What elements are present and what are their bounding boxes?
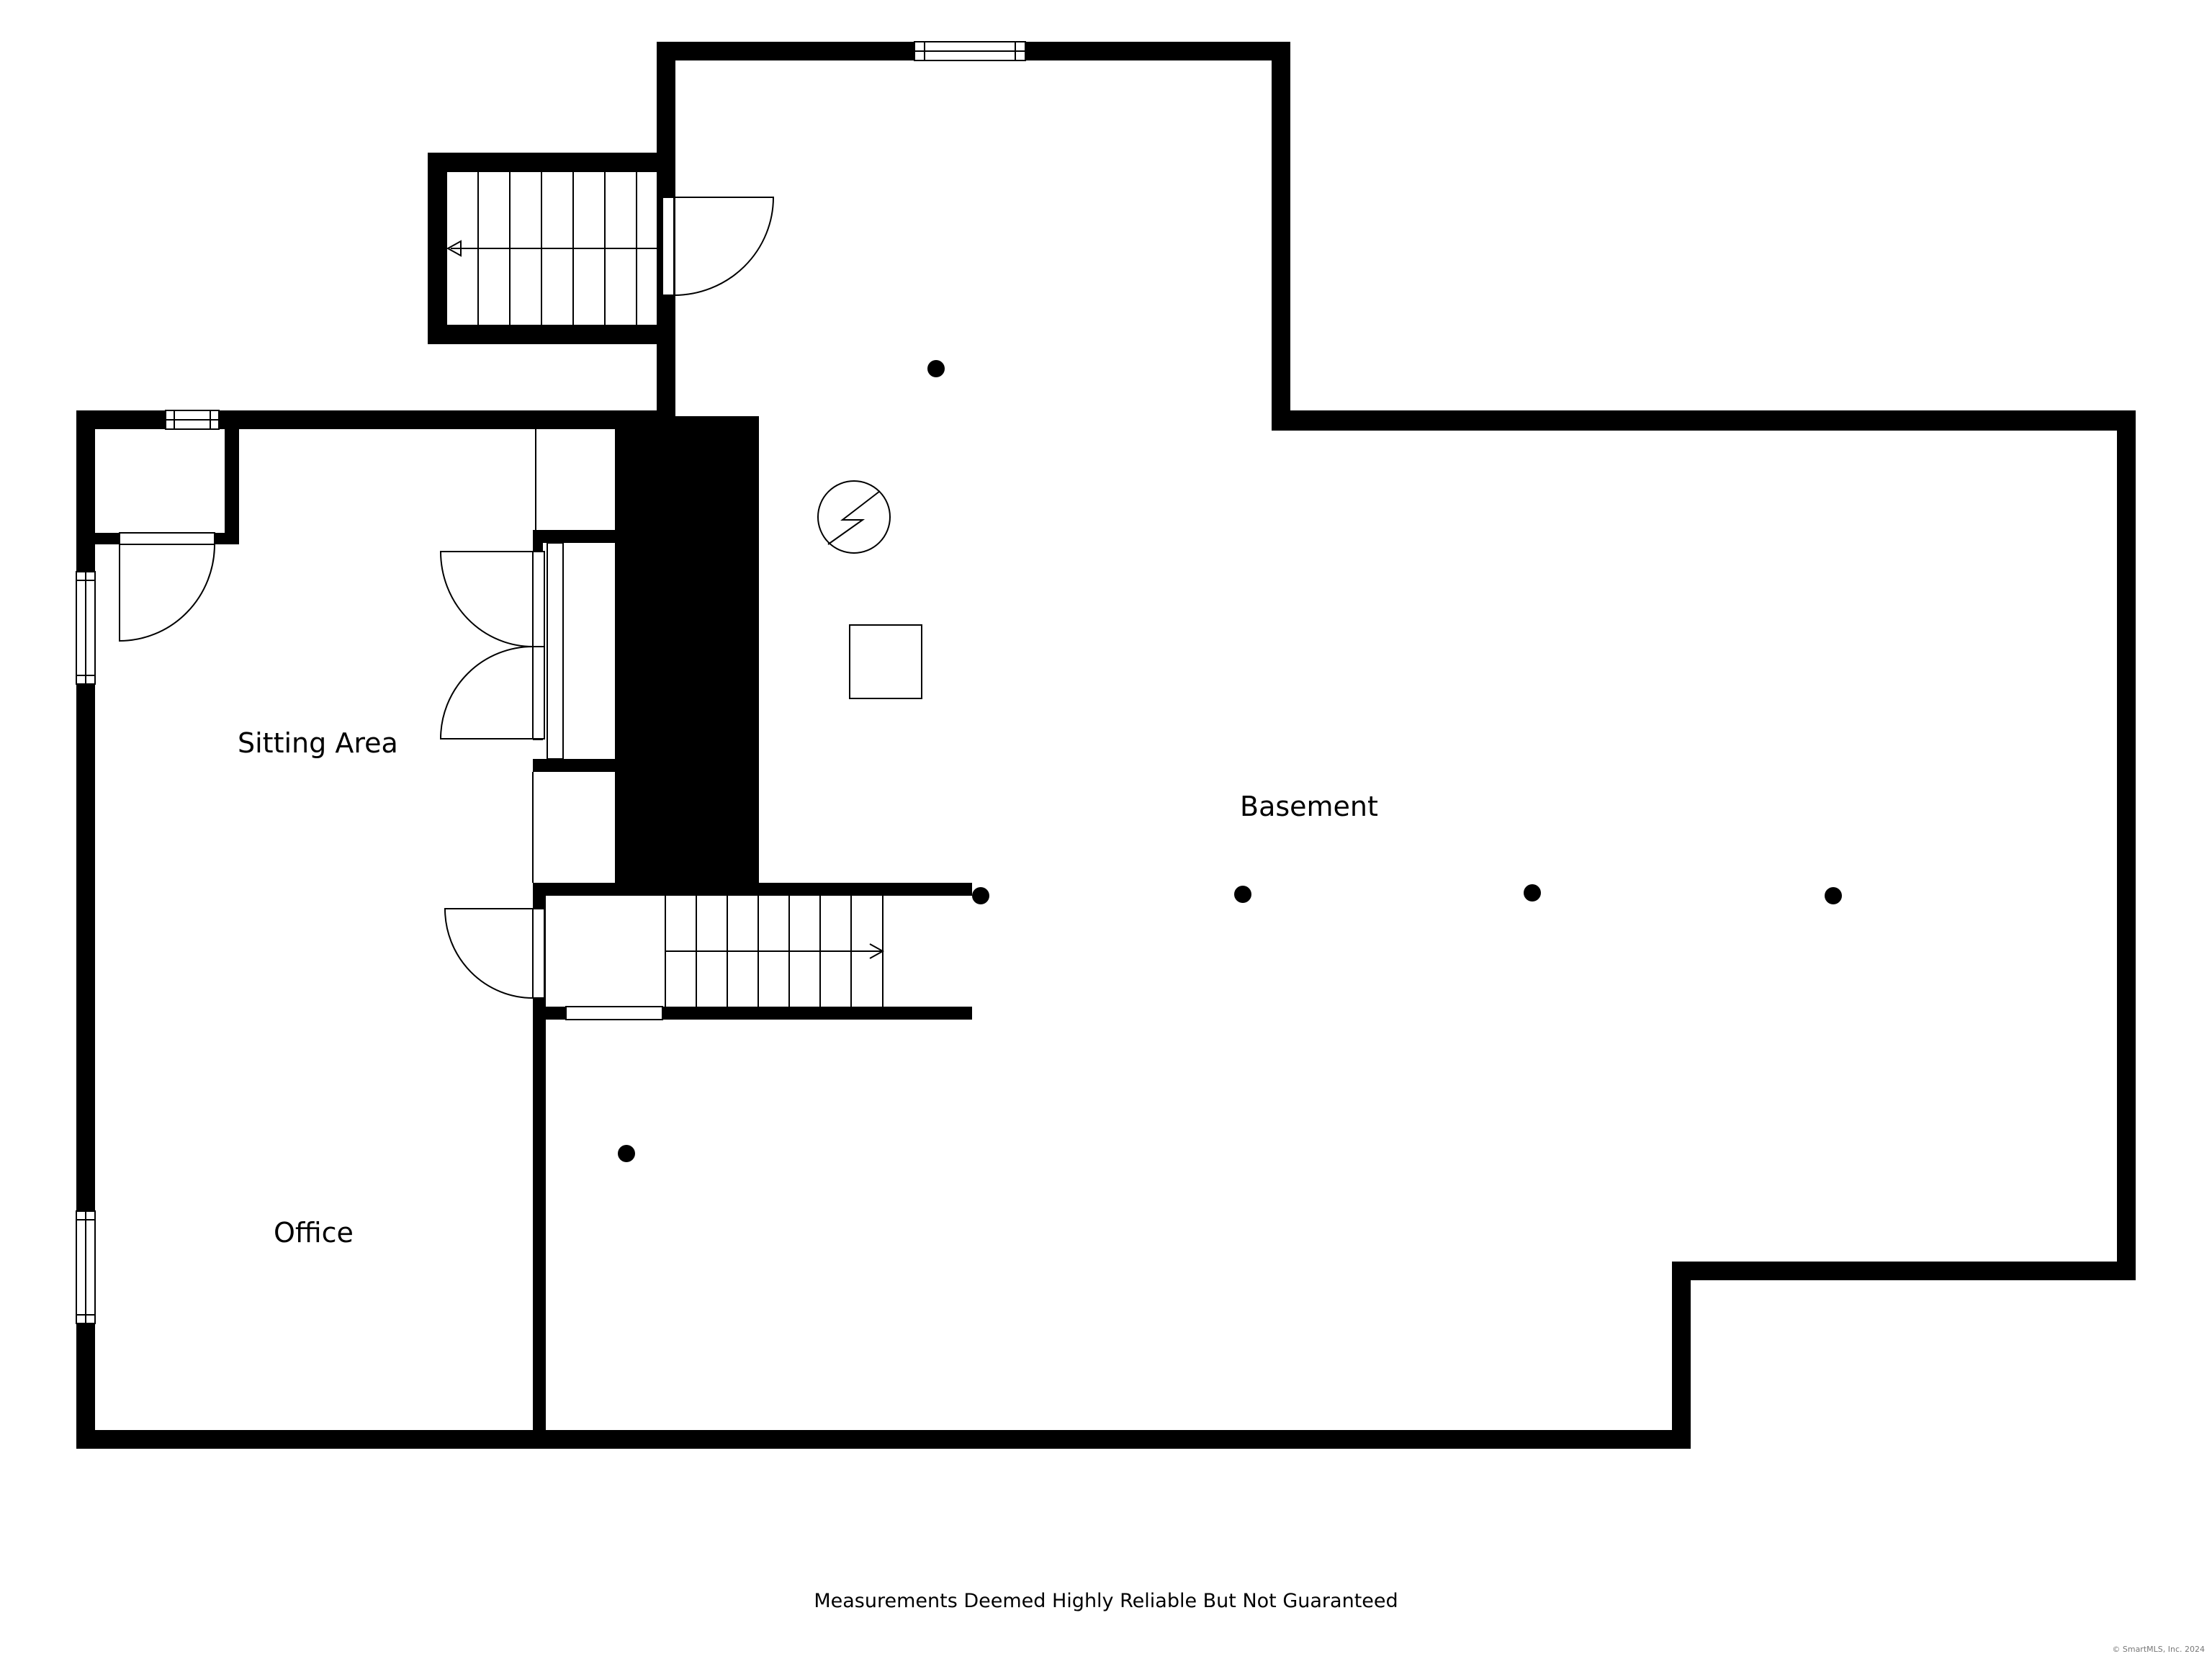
- door-exterior-jamb: [662, 197, 675, 296]
- wall-partition-vertical: [533, 893, 546, 1449]
- wall-stairwell-bottom: [428, 325, 675, 344]
- closet-shelf: [547, 542, 564, 760]
- wall-stairwell-top: [428, 153, 675, 171]
- wall-closet-mid: [533, 759, 615, 772]
- windows: [76, 41, 1026, 1324]
- door-closet-swing: [119, 544, 215, 642]
- stairs-exterior: [446, 171, 663, 326]
- support-post-icon: [927, 360, 945, 377]
- wall-right-step-horizontal: [1672, 1262, 2136, 1280]
- wall-closet-top: [533, 530, 615, 543]
- room-label-basement: Basement: [1240, 791, 1378, 822]
- wall-upper-right: [1272, 42, 1290, 431]
- chimney-block: [615, 416, 759, 891]
- support-post-icon: [618, 1145, 635, 1162]
- wall-right-step-vertical: [1672, 1262, 1691, 1449]
- room-label-office: Office: [274, 1217, 354, 1249]
- stair-arrow-icon: [869, 943, 885, 959]
- door-office-swing: [444, 908, 534, 999]
- utility-box: [849, 624, 922, 699]
- stairs-interior: [665, 896, 885, 1007]
- wall-right-outer: [2117, 410, 2136, 1280]
- door-double-swing-upper: [439, 551, 534, 647]
- wall-right-top: [1272, 410, 2136, 431]
- support-posts: [618, 360, 1842, 1162]
- door-double-swing-lower: [439, 646, 534, 739]
- stair-arrow-icon: [446, 240, 462, 257]
- door-double-jamb-upper: [532, 551, 545, 647]
- door-closet-jamb: [119, 532, 215, 545]
- wall-stairwell-left: [428, 153, 446, 344]
- support-post-icon: [1524, 884, 1541, 902]
- electrical-panel-icon: [817, 480, 891, 554]
- wall-closet-right: [225, 410, 239, 544]
- opening-stair-bottom: [565, 1006, 663, 1020]
- support-post-icon: [1234, 886, 1251, 903]
- wall-bottom: [76, 1430, 1691, 1449]
- support-post-icon: [972, 887, 989, 904]
- door-exterior-swing: [673, 197, 775, 296]
- wall-stair-bottom-left: [533, 1007, 566, 1020]
- support-post-icon: [1825, 887, 1842, 904]
- wall-stair-bottom-right: [662, 1007, 972, 1020]
- copyright-text: © SmartMLS, Inc. 2024: [2112, 1645, 2205, 1654]
- door-double-jamb-lower: [532, 646, 545, 739]
- door-office-jamb: [532, 908, 545, 999]
- doors: [119, 197, 775, 999]
- room-label-sitting-area: Sitting Area: [238, 727, 398, 759]
- disclaimer-text: Measurements Deemed Highly Reliable But …: [814, 1590, 1398, 1612]
